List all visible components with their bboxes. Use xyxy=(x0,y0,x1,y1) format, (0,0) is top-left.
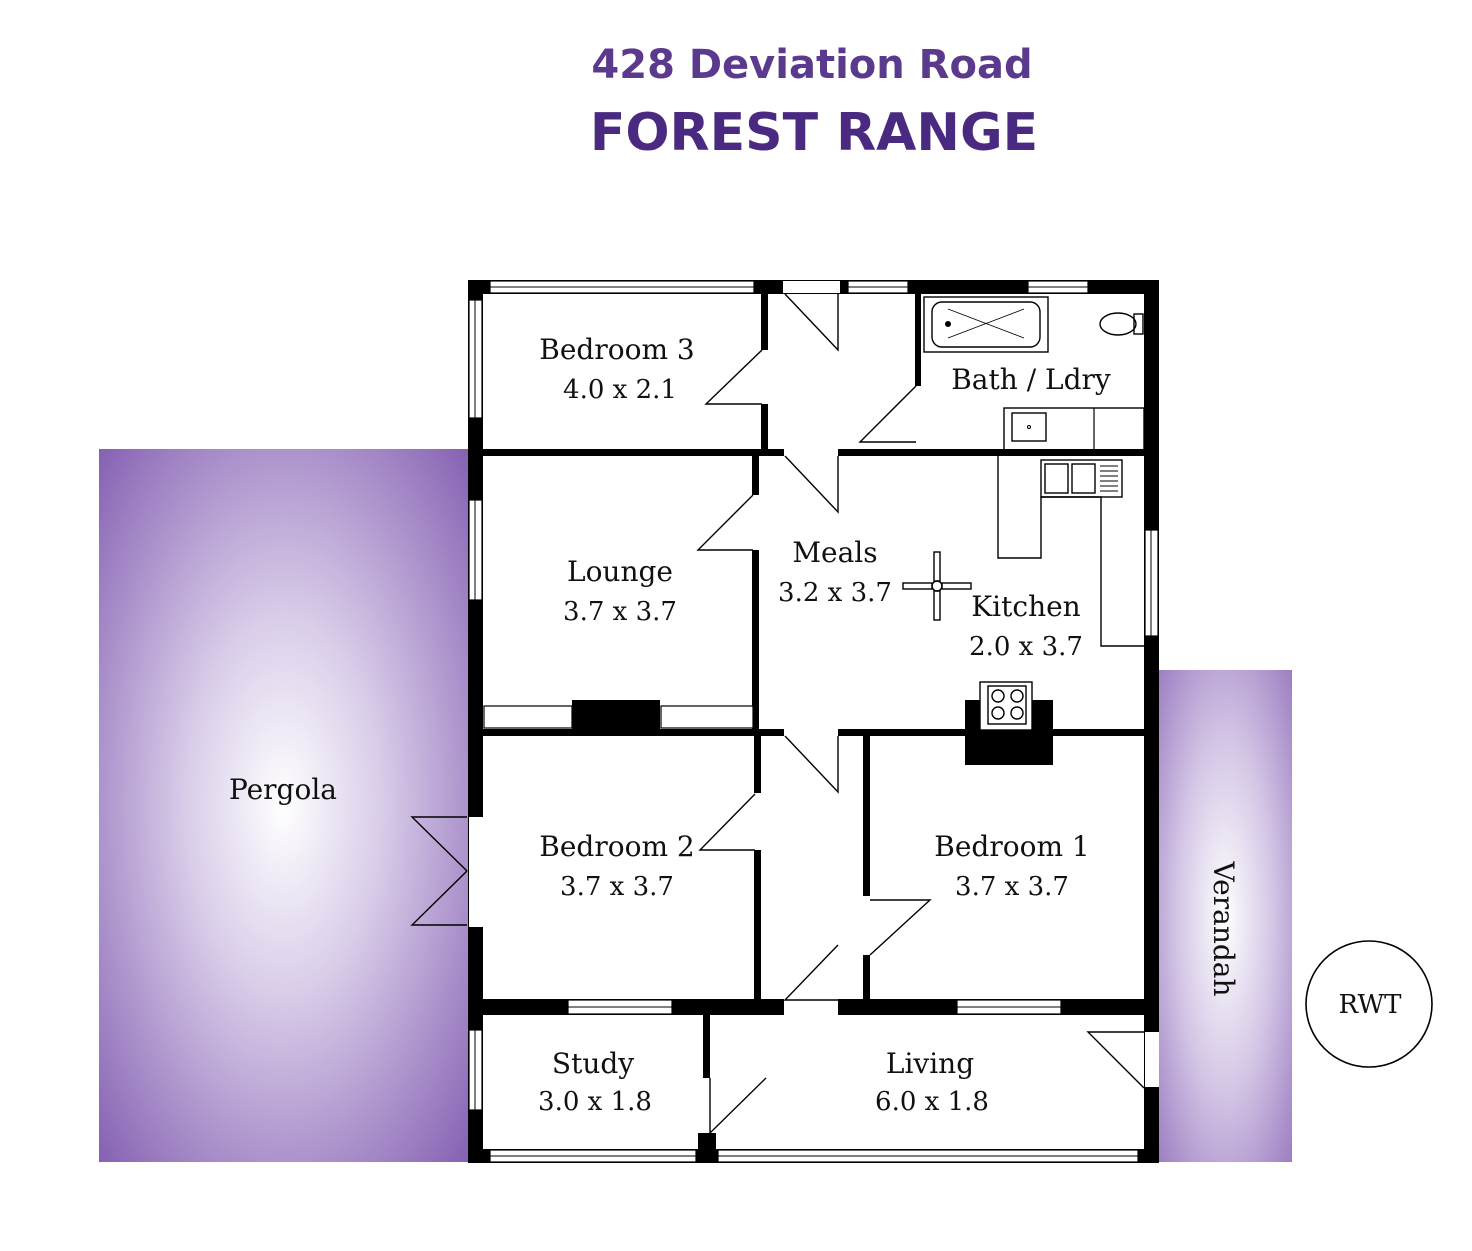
pergola-area xyxy=(99,449,468,1162)
verandah-area xyxy=(1158,670,1292,1162)
study-name: Study xyxy=(552,1047,634,1080)
meals-name: Meals xyxy=(792,536,877,569)
study-size: 3.0 x 1.8 xyxy=(538,1087,652,1117)
suburb-title: FOREST RANGE xyxy=(590,103,1038,163)
doors xyxy=(410,293,1145,1135)
rwt-label: RWT xyxy=(1338,990,1402,1020)
windows xyxy=(468,280,1159,1163)
basin-icon xyxy=(1011,412,1047,442)
living-name: Living xyxy=(886,1047,974,1080)
laundry-bench xyxy=(1003,407,1145,451)
bedroom1-size: 3.7 x 3.7 xyxy=(955,872,1069,902)
sink-icon xyxy=(1040,459,1123,498)
cooktop-icon xyxy=(979,681,1033,731)
verandah-label: Verandah xyxy=(1207,861,1240,997)
lounge-size: 3.7 x 3.7 xyxy=(563,597,677,627)
bedroom3-name: Bedroom 3 xyxy=(539,333,694,366)
bedroom2-size: 3.7 x 3.7 xyxy=(560,872,674,902)
bedroom3-size: 4.0 x 2.1 xyxy=(563,375,677,405)
bedroom1-name: Bedroom 1 xyxy=(934,830,1089,863)
kitchen-size: 2.0 x 3.7 xyxy=(969,632,1083,662)
bedroom2-name: Bedroom 2 xyxy=(539,830,694,863)
kitchen-name: Kitchen xyxy=(971,590,1080,623)
ceiling-fan-icon xyxy=(902,551,972,621)
toilet-icon xyxy=(1099,312,1144,336)
living-size: 6.0 x 1.8 xyxy=(875,1087,989,1117)
bathtub-icon xyxy=(923,296,1049,353)
bath-name: Bath / Ldry xyxy=(951,363,1111,396)
rainwater-tank xyxy=(1305,940,1433,1068)
interior-openings xyxy=(483,705,1062,1015)
pergola-label: Pergola xyxy=(229,773,337,806)
meals-size: 3.2 x 3.7 xyxy=(778,578,892,608)
address-title: 428 Deviation Road xyxy=(591,42,1032,88)
lounge-name: Lounge xyxy=(567,555,673,588)
